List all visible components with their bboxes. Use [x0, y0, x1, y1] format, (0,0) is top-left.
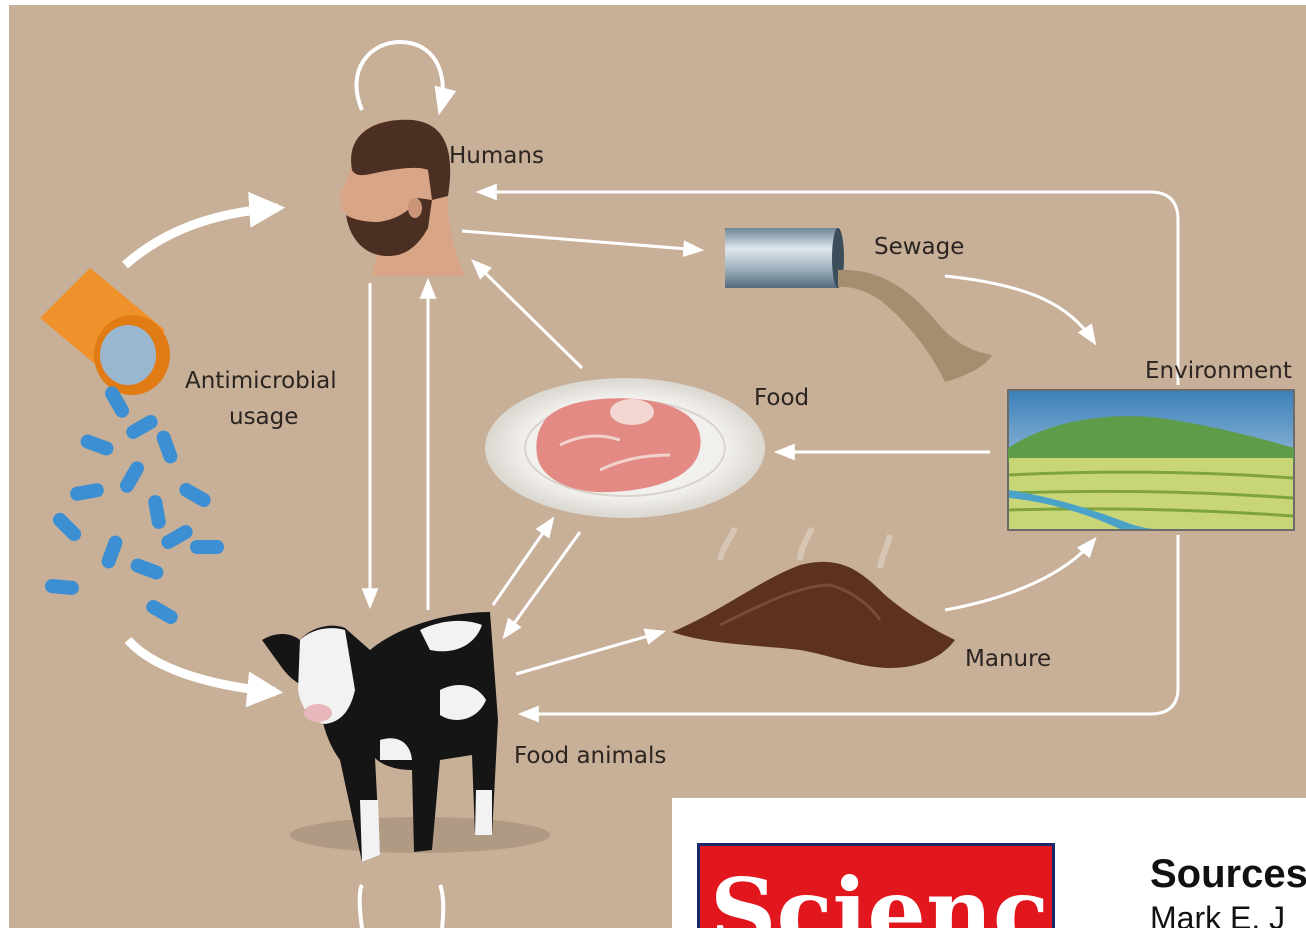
manure-to-environment-arrow: [945, 540, 1094, 610]
humans-self-loop-arrow: [356, 42, 442, 110]
food-plate-icon: [485, 378, 765, 518]
animals-to-manure-arrow: [516, 632, 662, 674]
sewage-to-environment-arrow: [945, 276, 1094, 342]
environment-landscape-icon: [1008, 390, 1294, 530]
antimicrobial-to-humans-arrow: [125, 208, 278, 265]
cow-icon: [262, 612, 550, 862]
food-label: Food: [754, 385, 809, 411]
antimicrobial-label-line1: Antimicrobial: [185, 368, 337, 394]
source-author: Mark E. J: [1150, 900, 1285, 928]
animals-to-food-arrow: [493, 520, 552, 605]
science-logo-text: Science: [710, 866, 1055, 928]
antimicrobial-to-animals-arrow: [128, 640, 276, 692]
human-head-icon: [340, 120, 466, 276]
food-animals-label: Food animals: [514, 743, 666, 769]
source-title: Sources o: [1150, 852, 1306, 896]
environment-label: Environment: [1145, 358, 1292, 384]
humans-label: Humans: [449, 143, 544, 169]
animals-self-loop-arrow: [360, 885, 444, 928]
environment-to-humans-arrow: [480, 192, 1178, 385]
sewage-label: Sewage: [874, 234, 964, 260]
science-logo: Science: [697, 843, 1055, 928]
manure-label: Manure: [965, 646, 1051, 672]
manure-pile-icon: [672, 528, 955, 668]
food-to-humans-arrow: [474, 262, 582, 368]
source-card: Science Sources o Mark E. J: [672, 798, 1306, 928]
antimicrobial-pills-icon: [40, 268, 224, 627]
humans-to-sewage-arrow: [462, 231, 700, 250]
food-to-animals-arrow: [505, 532, 580, 636]
antimicrobial-label-line2: usage: [229, 404, 298, 430]
